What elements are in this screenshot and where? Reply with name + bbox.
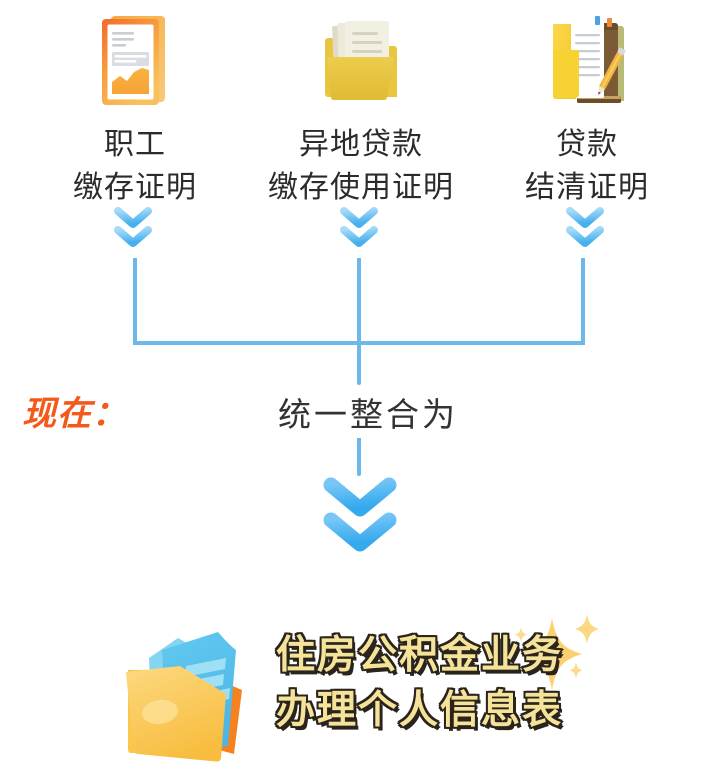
now-label: 现在： [22,395,127,433]
source-card-label: 职工 缴存证明 [73,128,197,204]
result-block: 住房公积金业务 办理个人信息表 [118,602,638,772]
double-chevron-down-icon [565,206,605,250]
double-chevron-down-icon [339,206,379,250]
folder-papers-icon [307,10,415,114]
connector-stem-lower [357,428,361,476]
source-card-loan-settlement: 贷款 结清证明 [482,10,692,209]
source-card-employee-deposit: 职工 缴存证明 [30,10,240,209]
double-chevron-down-icon [113,206,153,250]
merge-label: 统一整合为 [270,386,466,438]
source-card-remote-loan-deposit: 异地贷款 缴存使用证明 [256,10,466,209]
sparkle-star-icon [508,602,604,694]
double-chevron-down-large-icon [322,476,398,554]
result-title: 住房公积金业务 办理个人信息表 [275,628,616,739]
folder-books-pencil-icon [533,10,641,114]
document-chart-icon [81,10,189,114]
connector-stem-upper [357,343,361,385]
result-title-line-2: 办理个人信息表 [275,688,564,734]
source-card-label: 异地贷款 缴存使用证明 [268,128,454,204]
bracket-merge-connector [128,256,590,350]
blue-document-folder-icon [118,620,270,766]
source-card-label: 贷款 结清证明 [525,128,649,204]
result-title-line-1: 住房公积金业务 [275,632,564,678]
